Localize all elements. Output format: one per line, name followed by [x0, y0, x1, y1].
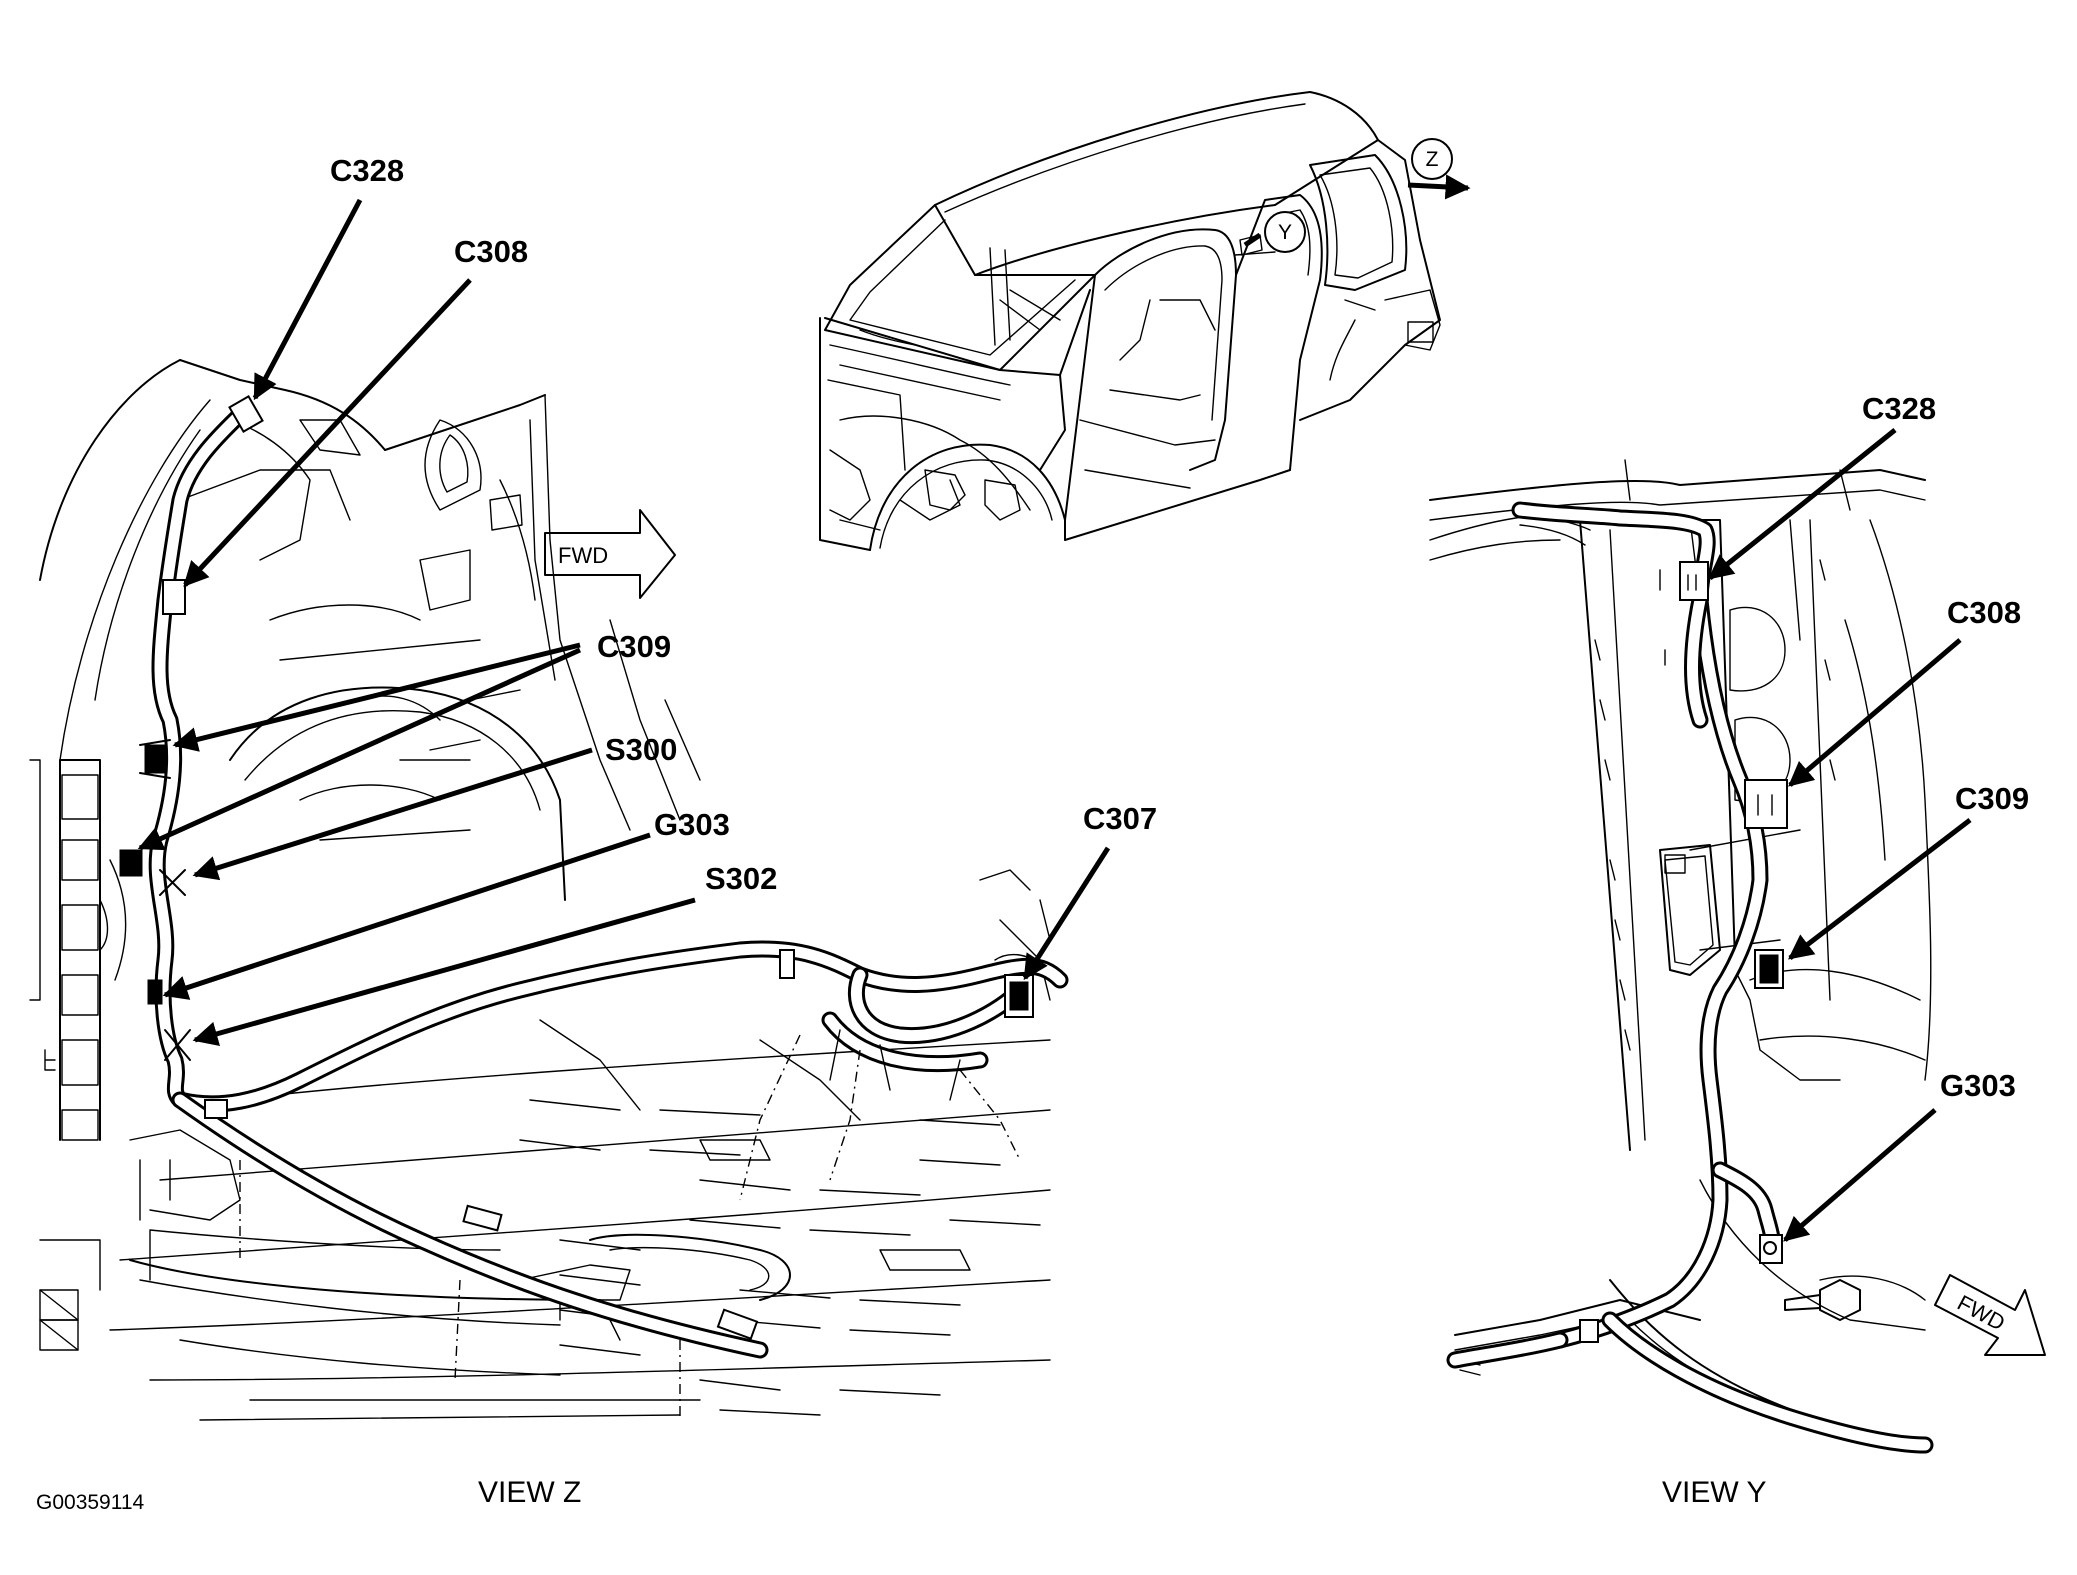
- label-view-y-c328: C328: [1862, 391, 1936, 426]
- label-view-z-c308: C308: [454, 234, 528, 269]
- label-view-z-c309: C309: [597, 629, 671, 664]
- label-view-y-c308: C308: [1947, 595, 2021, 630]
- view-y-connectors: [1579, 561, 1788, 1343]
- vehicle-overview-illustration: Z Y: [819, 91, 1471, 551]
- view-z-harness: [148, 401, 1069, 1420]
- view-y-bolt: [1784, 1279, 1861, 1321]
- label-view-y-c309: C309: [1955, 781, 2029, 816]
- label-view-z-c328: C328: [330, 153, 404, 188]
- view-z-fwd-arrow: FWD: [544, 509, 676, 599]
- label-view-z-s300: S300: [605, 732, 677, 767]
- label-view-z-g303: G303: [654, 807, 730, 842]
- view-y-illustration: FWD C328 C308 C309 G303: [1429, 391, 2046, 1454]
- view-z-marker: Z: [1407, 138, 1471, 200]
- view-z-fwd-text: FWD: [558, 543, 608, 568]
- left-pillar-column: [29, 759, 241, 1351]
- view-z-marker-letter: Z: [1426, 148, 1439, 171]
- figure-id: G00359114: [36, 1491, 145, 1514]
- view-y-marker-letter: Y: [1278, 221, 1292, 244]
- label-view-z-s302: S302: [705, 861, 777, 896]
- caption-view-y: VIEW Y: [1662, 1476, 1766, 1509]
- view-y-marker: Y: [1243, 211, 1306, 253]
- view-z-connectors: [119, 395, 1034, 1340]
- label-view-z-c307: C307: [1083, 801, 1157, 836]
- label-view-y-g303: G303: [1940, 1068, 2016, 1103]
- floor-pan-ribs: [109, 869, 1051, 1421]
- caption-view-z: VIEW Z: [478, 1476, 581, 1509]
- view-y-fwd-arrow: FWD: [1934, 1274, 2046, 1356]
- view-y-callouts: [1708, 428, 1972, 1242]
- view-z-callouts: [137, 198, 1111, 1046]
- view-z-illustration: FWD C328 C308 C309 S300 G303 S302 C307: [29, 153, 1157, 1421]
- view-y-harness: [1446, 501, 1934, 1454]
